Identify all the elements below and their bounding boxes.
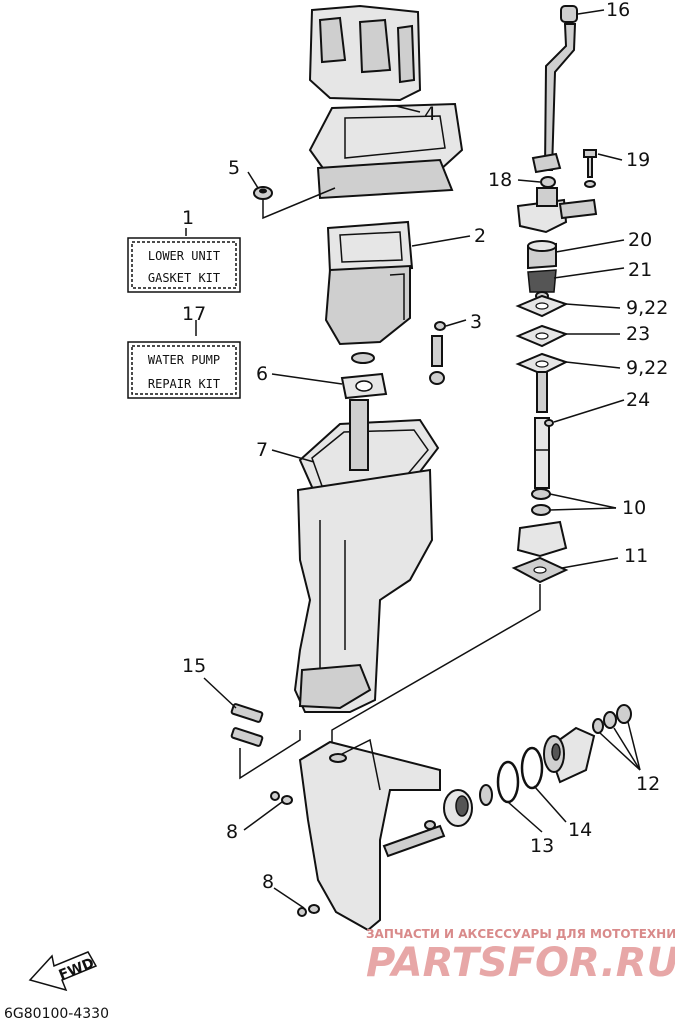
callout-6: 6 [256,363,268,385]
insert-20 [527,240,557,270]
callout-18: 18 [488,169,512,191]
callout-8-upper: 8 [226,821,238,843]
watermark-brand: PARTSFOR.RU [366,940,675,986]
propeller-shaft [382,820,446,858]
oring-14 [479,746,544,806]
callout-12: 12 [636,773,660,795]
callout-11: 11 [624,545,648,567]
seals-10 [531,488,551,516]
drive-shaft [534,371,550,489]
housing-11 [511,520,569,584]
leader-15 [239,730,301,780]
washer [351,352,375,364]
boot-18 [531,152,562,188]
bearing-13 [443,789,473,827]
drawing-code: 6G80100-4330 [4,1006,109,1021]
water-pump-repair-kit-box: WATER PUMP REPAIR KIT [127,341,241,399]
washer-8a [270,791,293,805]
leader-lines [185,9,641,909]
pump-housing [516,187,598,234]
gasket-23 [515,324,569,348]
drive-shaft-housing [293,399,434,713]
kit-line-2: GASKET KIT [148,271,220,285]
callout-5: 5 [228,157,240,179]
cap-housing [543,726,596,784]
watermark-tagline: ЗАПЧАСТИ И АКСЕССУАРЫ ДЛЯ МОТОТЕХНИКИ [366,927,675,941]
gasket-6 [340,372,388,400]
kit-line-1: LOWER UNIT [148,249,220,263]
callout-24: 24 [626,389,650,411]
callout-21: 21 [628,259,652,281]
callout-4: 4 [424,103,436,125]
upper-casing [308,4,422,102]
shift-rod-16 [543,5,578,171]
callout-labels: 1 2 3 4 5 6 7 8 8 9,22 9,22 10 11 12 13 … [182,0,668,893]
callout-9-22-lower: 9,22 [626,357,668,379]
key-24 [544,419,554,427]
callout-9-22-upper: 9,22 [626,297,668,319]
callout-17: 17 [182,303,206,325]
callout-14: 14 [568,819,592,841]
callout-20: 20 [628,229,652,251]
callout-15: 15 [182,655,206,677]
lower-unit-gasket-kit-box: LOWER UNIT GASKET KIT [127,237,241,293]
bolt-19 [583,149,597,188]
leader-5 [262,187,336,220]
washer-8b [297,904,320,917]
callout-3: 3 [470,311,482,333]
anode-15 [230,703,264,747]
fwd-arrow: FWD [28,951,98,992]
callout-8-lower: 8 [262,871,274,893]
fwd-label: FWD [57,955,97,984]
callout-10: 10 [622,497,646,519]
leader-11 [331,584,541,742]
pin-3 [429,321,446,385]
callout-16: 16 [606,0,630,21]
kit-line-1: WATER PUMP [148,353,220,367]
plate-9-22-a [515,294,569,318]
kit-line-2: REPAIR KIT [148,377,220,391]
seals-12 [592,704,632,734]
nut-5 [253,186,273,200]
gasket-plate-4 [308,102,464,200]
callout-2: 2 [474,225,486,247]
callout-23: 23 [626,323,650,345]
callout-13: 13 [530,835,554,857]
watermark: ЗАПЧАСТИ И АКСЕССУАРЫ ДЛЯ МОТОТЕХНИКИ PA… [366,927,675,986]
gearcase [298,738,441,932]
upper-casing-2 [324,220,414,346]
callout-1: 1 [182,207,194,229]
callout-7: 7 [256,439,268,461]
callout-19: 19 [626,149,650,171]
